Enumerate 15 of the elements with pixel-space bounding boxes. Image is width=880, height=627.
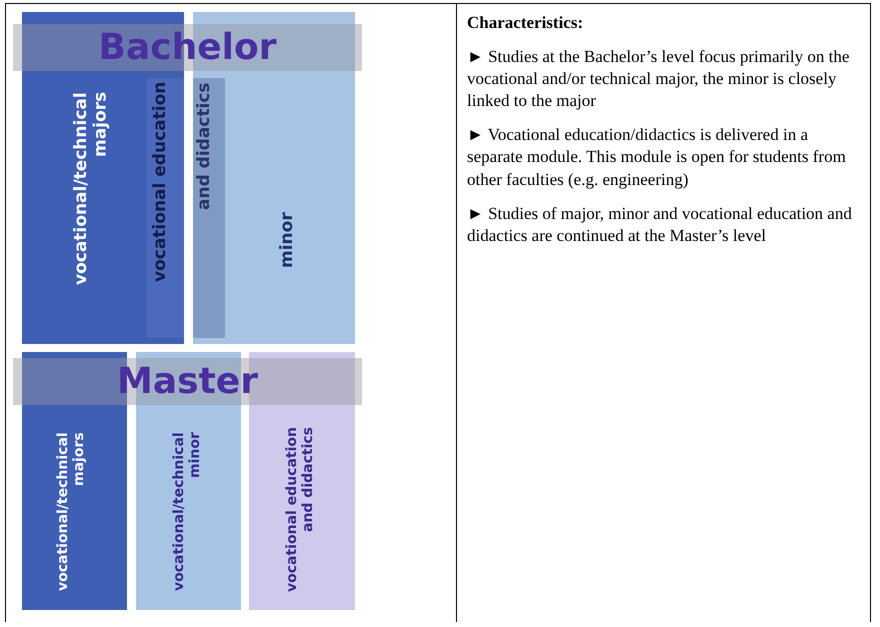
bullet-text: ► Studies of major, minor and vocational education and didactics are continued at the Master’s level	[467, 202, 853, 247]
bullet-text: ► Studies at the Bachelor’s level focus primarily on the vocational and/or technical major, the minor is closely linked to the major	[467, 46, 850, 112]
column-label: minor	[278, 212, 298, 270]
column-label: vocational education and didactics	[284, 427, 316, 594]
column-label: vocational education	[151, 82, 171, 284]
column-label: vocational/technical minor	[171, 432, 204, 593]
heading: Characteristics:	[467, 12, 584, 34]
column-label: and didactics	[195, 82, 215, 212]
level-heading: Master	[117, 361, 258, 402]
column-label: vocational/technical majors	[55, 432, 88, 593]
column-label: vocational/technical majors	[72, 92, 112, 287]
level-heading: Bachelor	[98, 27, 276, 68]
education-strip	[147, 78, 184, 338]
bullet-text: ► Vocational education/didactics is delivered in a separate module. This module is open for students from other faculties (e.g. engineering)	[467, 124, 847, 191]
didactics-strip	[193, 78, 225, 338]
